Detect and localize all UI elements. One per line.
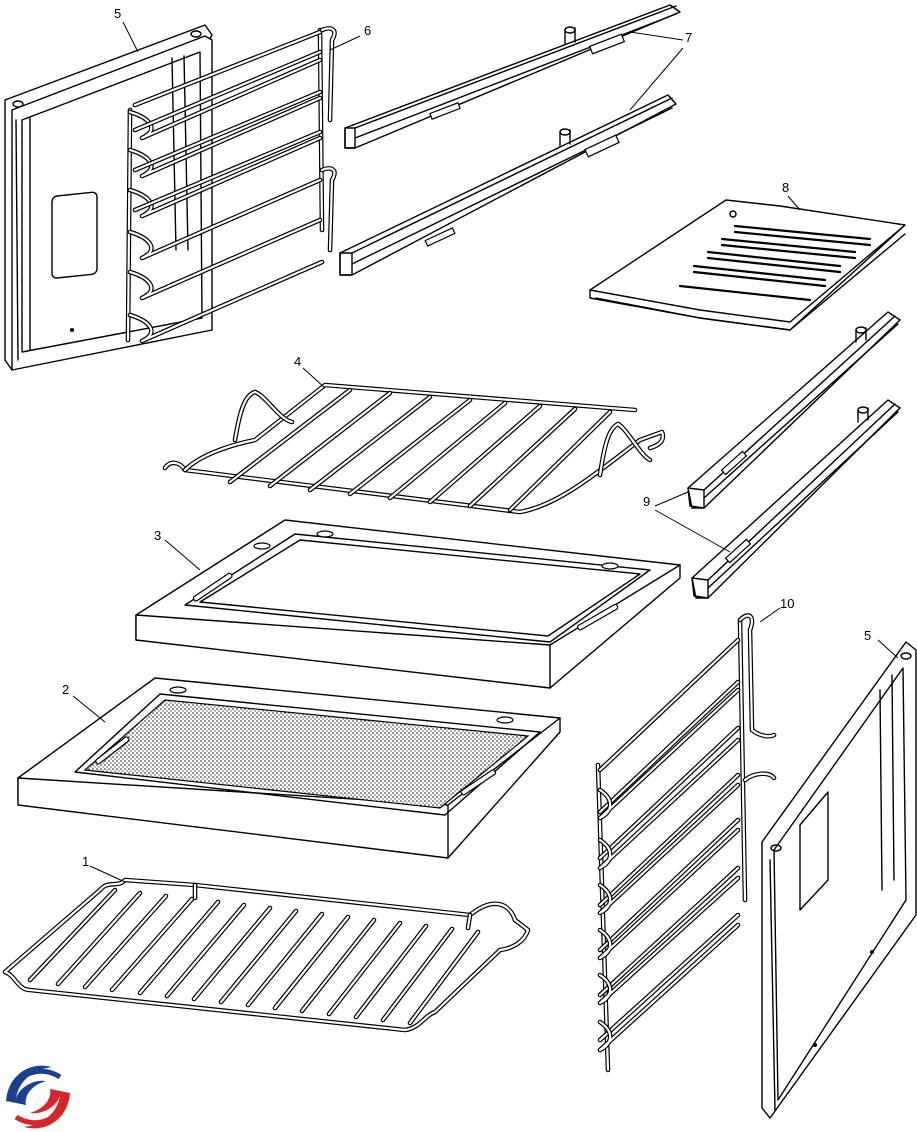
perforated-plate <box>589 199 906 331</box>
logo-blue-arc <box>6 1065 52 1105</box>
grill-rack <box>162 382 666 515</box>
label-3: 3 <box>154 528 161 543</box>
label-6: 6 <box>364 23 371 38</box>
side-rail-lower <box>691 399 901 599</box>
label-9: 9 <box>643 494 650 509</box>
shelf-runner-rack-right <box>595 613 777 1073</box>
leader-lines <box>72 21 899 883</box>
label-10: 10 <box>780 596 794 611</box>
baking-tray-deep <box>17 677 561 859</box>
side-panel-right <box>761 641 917 1119</box>
brand-swirl-logo <box>6 1065 70 1129</box>
shelf-runner-rack-left <box>125 26 337 344</box>
telescopic-runner-bottom <box>339 94 677 276</box>
label-7: 7 <box>685 30 692 45</box>
label-5-right: 5 <box>864 628 871 643</box>
label-1: 1 <box>82 854 89 869</box>
label-5-left: 5 <box>114 6 121 21</box>
baking-tray-shallow <box>135 519 681 689</box>
label-4: 4 <box>294 354 301 369</box>
label-2: 2 <box>62 682 69 697</box>
logo-red-arc <box>24 1089 70 1129</box>
callout-labels: 5 6 7 8 4 9 3 10 5 2 1 <box>62 6 871 869</box>
side-rail-upper <box>687 311 901 509</box>
telescopic-runner-top <box>344 4 681 149</box>
label-8: 8 <box>782 180 789 195</box>
wire-shelf <box>2 877 531 1033</box>
